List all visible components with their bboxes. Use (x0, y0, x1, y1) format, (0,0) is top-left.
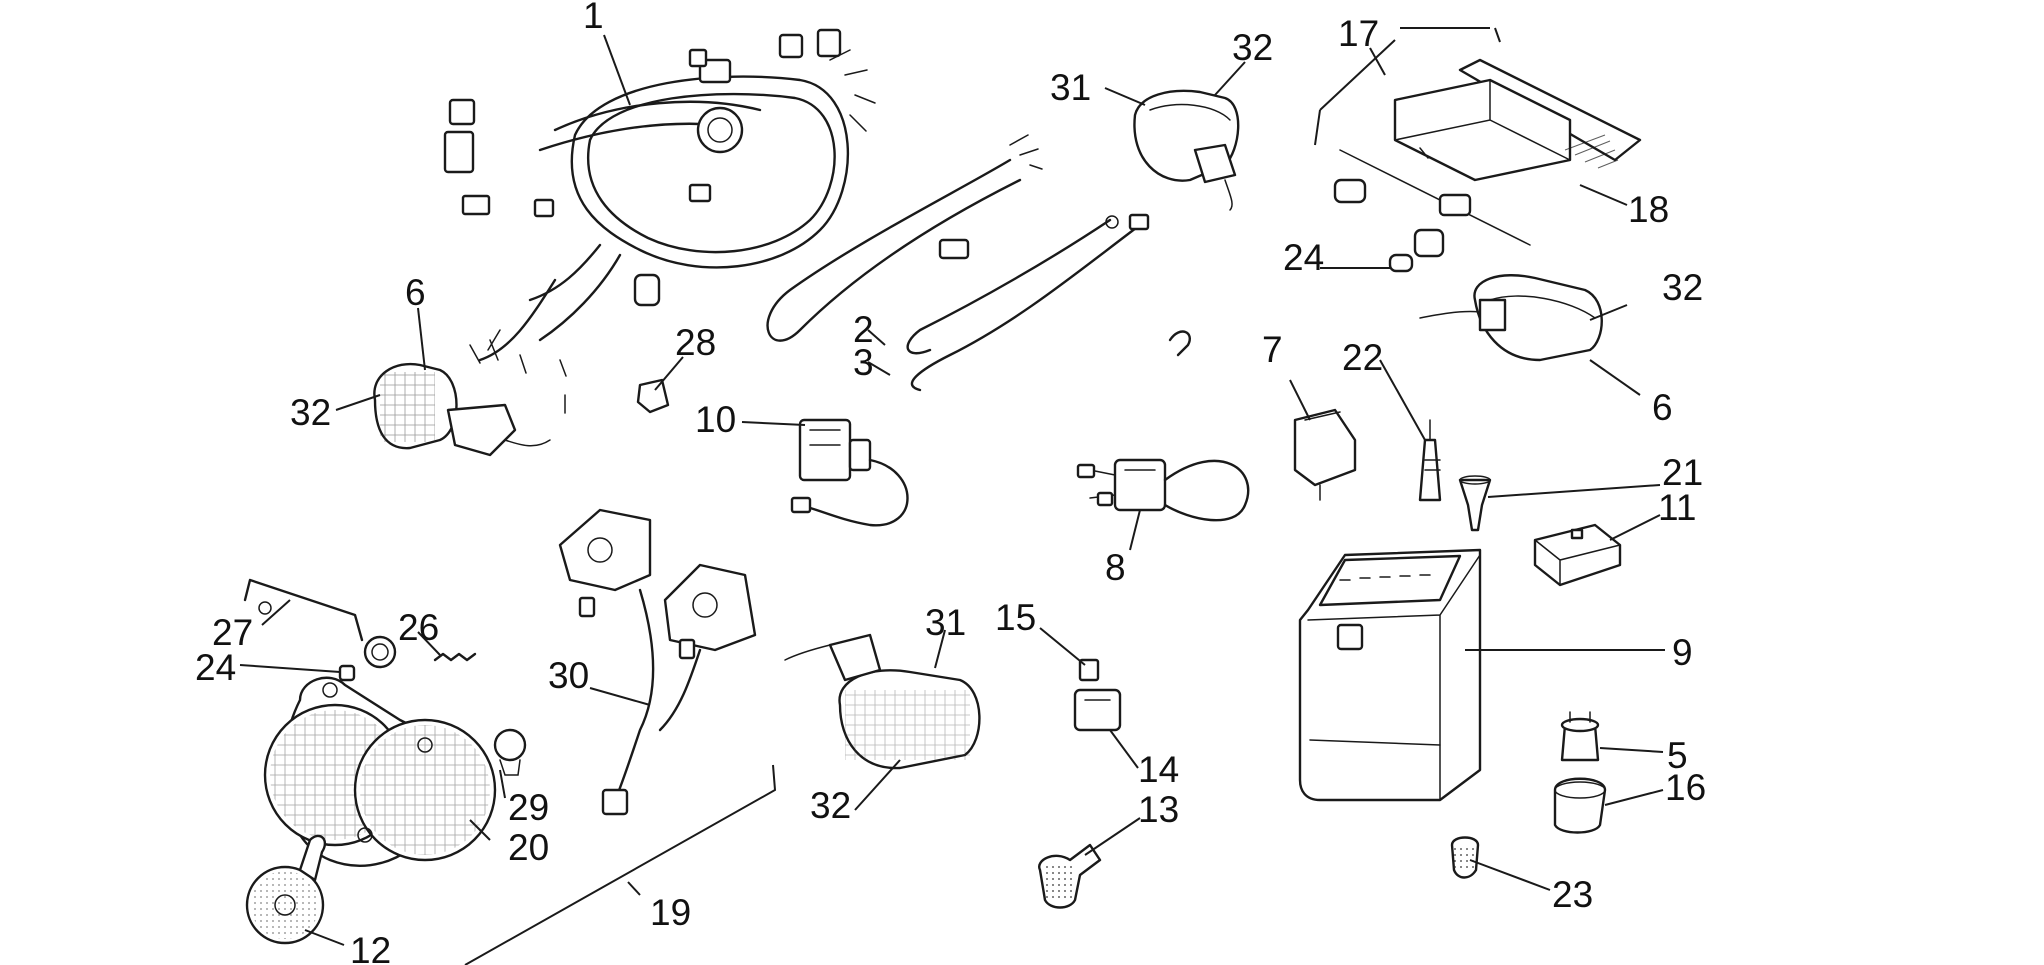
callout-labels: 1 2 3 5 6 6 7 8 9 10 11 12 13 14 15 16 1… (195, 0, 1706, 965)
grommet (1450, 836, 1480, 879)
callout-23: 23 (1552, 874, 1593, 915)
callout-32-left: 32 (290, 392, 331, 433)
callout-31-lower: 31 (925, 602, 966, 643)
callout-24-lower: 24 (195, 647, 236, 688)
callout-32-right: 32 (1662, 267, 1703, 308)
turn-signal-rear-upper (1133, 89, 1240, 211)
mounting-bracket (243, 578, 364, 642)
relay-switch (1076, 458, 1250, 522)
callout-14: 14 (1138, 749, 1179, 790)
battery (1298, 548, 1482, 802)
callout-12: 12 (350, 930, 391, 965)
callout-16: 16 (1665, 767, 1706, 808)
wire-leads-2-3 (766, 134, 1150, 392)
callout-32-upper: 32 (1232, 27, 1273, 68)
leader-lines (239, 27, 1665, 965)
rubber-holder (1553, 777, 1607, 834)
terminal-boot (1038, 843, 1102, 909)
license-plate-holder (1333, 58, 1642, 273)
callout-19: 19 (650, 892, 691, 933)
callout-27: 27 (212, 612, 253, 653)
callout-6-left: 6 (405, 272, 426, 313)
callout-22: 22 (1342, 337, 1383, 378)
callout-26: 26 (398, 607, 439, 648)
fuse-holder (1560, 711, 1600, 762)
callout-8: 8 (1105, 547, 1126, 588)
starter-relay (1073, 658, 1122, 732)
main-wiring-harness (443, 28, 876, 414)
callout-6-right: 6 (1652, 387, 1673, 428)
spring (433, 652, 477, 662)
callout-30: 30 (548, 655, 589, 696)
callout-20: 20 (508, 827, 549, 868)
horn (245, 834, 327, 945)
flasher-relay (1293, 408, 1357, 501)
callout-29: 29 (508, 787, 549, 828)
callout-17: 17 (1338, 13, 1379, 54)
callout-2: 2 (853, 309, 874, 350)
cable-clip (636, 378, 670, 414)
callout-28: 28 (675, 322, 716, 363)
callout-3: 3 (853, 342, 874, 383)
callout-18: 18 (1628, 189, 1669, 230)
turn-signal-left (373, 362, 551, 457)
callout-10: 10 (695, 399, 736, 440)
callout-24-upper: 24 (1283, 237, 1324, 278)
spark-plug-cap (1458, 475, 1492, 532)
callout-15: 15 (995, 597, 1036, 638)
callout-1: 1 (583, 0, 604, 36)
callout-21: 21 (1662, 452, 1703, 493)
turn-signal-right (1419, 274, 1603, 362)
wire-hook (1168, 330, 1191, 357)
callout-5: 5 (1667, 735, 1688, 776)
headlight-assembly (263, 676, 497, 867)
callout-11: 11 (1658, 487, 1696, 528)
callout-31-upper: 31 (1050, 67, 1091, 108)
voltage-regulator (1533, 523, 1622, 587)
headlight-bracket-harness (558, 508, 757, 816)
ignition-coil (790, 418, 909, 527)
turn-signal-front-lower (784, 633, 981, 770)
callout-13: 13 (1138, 789, 1179, 830)
spark-plug (1418, 419, 1442, 502)
callout-32-lower: 32 (810, 785, 851, 826)
callout-7: 7 (1262, 329, 1283, 370)
callout-9: 9 (1672, 632, 1693, 673)
bulb-holder (338, 635, 397, 682)
headlight-bulb (493, 728, 527, 776)
